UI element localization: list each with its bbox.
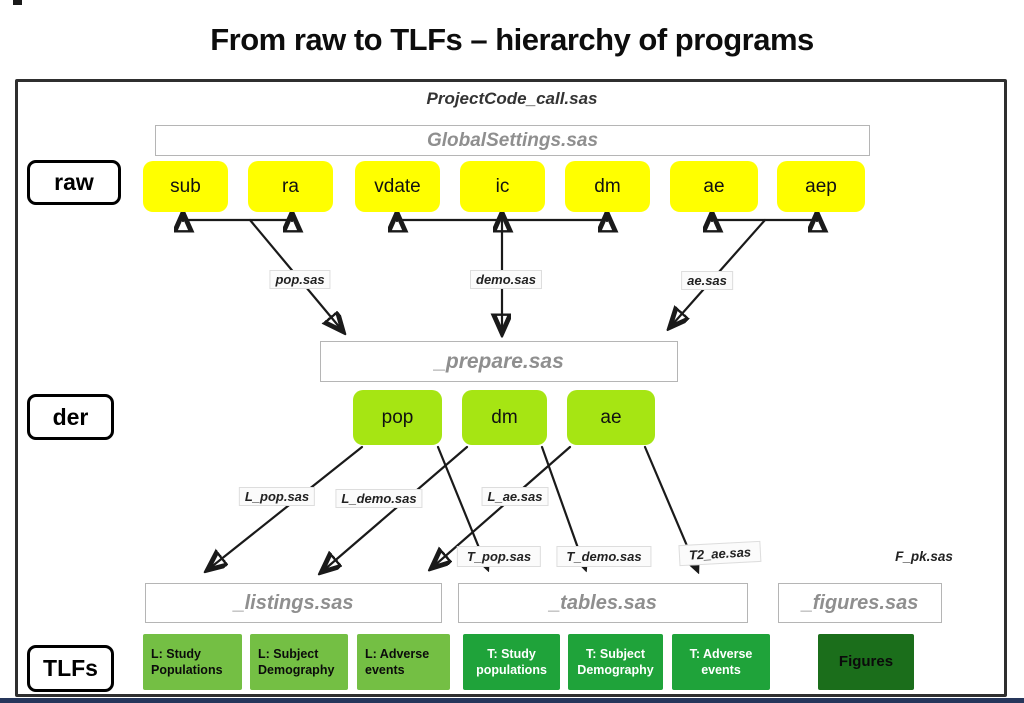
output-line: events [701, 663, 741, 677]
raw-dataset-sub: sub [143, 161, 228, 212]
output-line: T: Study [487, 646, 536, 661]
stage-label-raw: raw [27, 160, 121, 205]
output-line: populations [476, 663, 547, 677]
project-call-program: ProjectCode_call.sas [426, 89, 598, 108]
output-line: Demography [577, 663, 654, 677]
output-line: T: Adverse [689, 646, 753, 661]
program-label-l-demo-sas: L_demo.sas [335, 489, 423, 508]
der-dataset-ae: ae [567, 390, 655, 445]
program-label-pop-sas: pop.sas [269, 270, 331, 289]
program-label-t-pop-sas: T_pop.sas [456, 546, 542, 567]
scan-artifact [13, 0, 22, 5]
stage-label-der: der [27, 394, 114, 440]
stage-label-tlfs: TLFs [27, 645, 114, 692]
raw-dataset-dm: dm [565, 161, 650, 212]
output-line: events [365, 663, 405, 677]
output-table-subject-demography: T: Subject Demography [568, 634, 663, 690]
footer-bar [0, 698, 1024, 703]
output-table-study-populations: T: Study populations [463, 634, 560, 690]
output-figures: Figures [818, 634, 914, 690]
prepare-program: _prepare.sas [320, 341, 678, 382]
raw-dataset-ic: ic [460, 161, 545, 212]
program-label-l-ae-sas: L_ae.sas [481, 487, 549, 506]
program-label-f-pk-sas: F_pk.sas [895, 549, 953, 564]
global-settings-program: GlobalSettings.sas [155, 125, 870, 156]
output-table-adverse-events: T: Adverse events [672, 634, 770, 690]
raw-dataset-aep: aep [777, 161, 865, 212]
output-line: Populations [151, 663, 223, 677]
output-line: L: Subject [258, 646, 319, 661]
output-listing-adverse-events: L: Adverse events [357, 634, 450, 690]
der-dataset-dm: dm [462, 390, 547, 445]
output-line: Demography [258, 663, 335, 677]
program-label-t-demo-sas: T_demo.sas [556, 546, 652, 567]
output-line: L: Adverse [365, 646, 430, 661]
output-line: L: Study [151, 646, 201, 661]
der-dataset-pop: pop [353, 390, 442, 445]
tables-program: _tables.sas [458, 583, 748, 623]
program-label-t2-ae-sas: T2_ae.sas [678, 540, 762, 567]
output-line: T: Subject [585, 646, 646, 661]
listings-program: _listings.sas [145, 583, 442, 623]
raw-dataset-ae: ae [670, 161, 758, 212]
raw-dataset-ra: ra [248, 161, 333, 212]
output-listing-subject-demography: L: Subject Demography [250, 634, 348, 690]
program-label-ae-sas: ae.sas [681, 271, 733, 290]
figures-program: _figures.sas [778, 583, 942, 623]
page-title: From raw to TLFs – hierarchy of programs [210, 22, 814, 57]
program-label-demo-sas: demo.sas [470, 270, 542, 289]
output-listing-study-populations: L: Study Populations [143, 634, 242, 690]
output-line: Figures [838, 653, 894, 671]
program-label-l-pop-sas: L_pop.sas [238, 487, 316, 506]
raw-dataset-vdate: vdate [355, 161, 440, 212]
